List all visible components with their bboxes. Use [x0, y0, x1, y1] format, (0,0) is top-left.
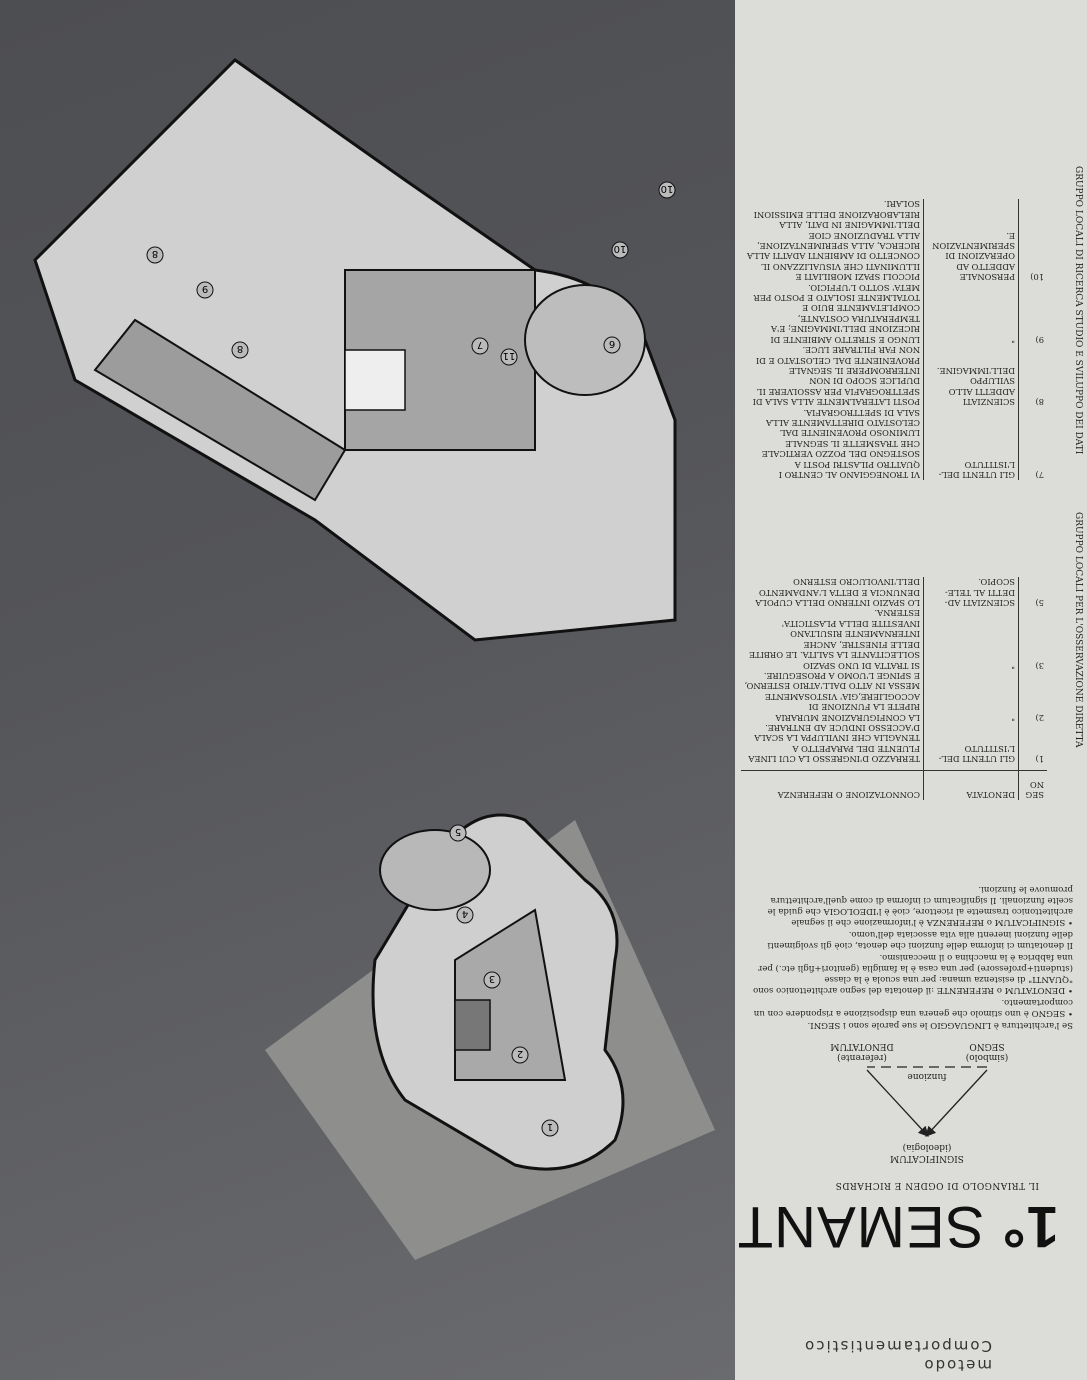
ogden-richards-triangle: SIGNIFICATUM(ideologia) (simbolo)SEGNO (… — [827, 1041, 1027, 1175]
table-row: 10)PERSONALE ADDETTO AD OPERAZIONI DI SP… — [741, 199, 1047, 283]
marker-label: 8 — [237, 343, 243, 354]
table-cell: PERSONALE ADDETTO AD OPERAZIONI DI SPERI… — [923, 199, 1019, 283]
marker-11: 11 — [500, 348, 518, 366]
denotatum-label: (referente)DENOTATUM — [817, 1040, 907, 1062]
illustration-area: 1 2 3 4 5 6 7 8 8 9 10 10 11 — [0, 0, 735, 1380]
significatum-text: SIGNIFICATUM — [890, 1153, 964, 1163]
marker-label: 8 — [152, 248, 158, 259]
table-row: 8)SCIENZIATI ADDETTI ALLO SVILUPPO DELL'… — [741, 344, 1047, 408]
paragraph: • SIGNIFICATUM o REFERENZA è l'informazi… — [767, 884, 1073, 927]
marker-10b: 10 — [611, 241, 629, 259]
axonometric-drawings: 1 2 3 4 5 6 7 8 8 9 10 10 11 — [33, 58, 715, 1260]
marker-3: 3 — [483, 971, 501, 989]
table-cell: 8) — [1018, 344, 1047, 408]
table-cell: 7) — [1018, 407, 1047, 480]
marker-7: 7 — [471, 337, 489, 355]
text-column: metodo Comportamentistico 1° SEMANTICA I… — [637, 0, 1087, 1380]
paragraph: Se l'architettura è LINGUAGGIO le sue pa… — [807, 1020, 1073, 1030]
table-cell: VI TRONEGGIANO AL CENTRO I QUATTRO PILAS… — [761, 407, 920, 480]
table-cell: 9) — [1018, 282, 1047, 345]
table-row: 5)SCIENZIATI AD-DETTI AL TELE-SCOPIO.LO … — [741, 576, 1047, 609]
significatum-sub: (ideologia) — [902, 1142, 952, 1152]
table-header: SEGNO DENOTATA CONNOTAZIONE O REFERENZA — [741, 770, 1047, 800]
denotatum-text: DENOTATUM — [830, 1041, 894, 1051]
marker-8b: 8 — [146, 246, 164, 264]
table-cell: GLI UTENTI DEL-L'ISTITUTO — [923, 722, 1019, 771]
marker-label: 6 — [609, 338, 615, 349]
denotatum-sub: (referente) — [837, 1052, 887, 1062]
header-segno: SEGNO — [1018, 770, 1047, 800]
marker-5: 5 — [449, 824, 467, 842]
marker-2: 2 — [511, 1046, 529, 1064]
group-label-observation: GRUPPO LOCALI PER L'OSSERVAZIONE DIRETTA — [1073, 512, 1083, 748]
paragraph: • SEGNO è uno stimolo che genera una dis… — [753, 997, 1073, 1018]
paragraph: Il denotatum ci informa delle funzioni c… — [767, 929, 1073, 950]
room-number-markers: 1 2 3 4 5 6 7 8 8 9 10 10 11 — [146, 181, 676, 1137]
method-label: metodo Comportamentistico — [803, 1336, 992, 1374]
table-cell: 3) — [1018, 608, 1047, 671]
table-cell: POSTI LATERALMENTE ALLA SALA DI SPETTROG… — [752, 345, 920, 408]
table-cell: " — [923, 608, 1019, 671]
marker-label: 5 — [455, 826, 461, 837]
table-cell: " — [923, 670, 1019, 723]
table-row: 2)"LA CONFIGURAZIONE MURARIA RIPETE LA F… — [741, 670, 1047, 723]
table-cell: LUNGO E STRETTO AMBIENTE DI RICEZIONE DE… — [753, 282, 920, 345]
segno-text: SEGNO — [969, 1041, 1005, 1051]
marker-4: 4 — [456, 906, 474, 924]
table-cell: PICCOLI SPAZI MOBILIATI E ILLUMINATI CHE… — [747, 199, 920, 283]
marker-label: 10 — [661, 183, 674, 194]
observation-building-drawing — [371, 813, 625, 1171]
table-cell: 2) — [1018, 670, 1047, 723]
segno-sub: (simbolo) — [965, 1052, 1009, 1062]
header-denotata: DENOTATA — [923, 770, 1019, 800]
table-cell: 1) — [1018, 722, 1047, 771]
marker-label: 9 — [202, 283, 208, 294]
marker-label: 10 — [614, 243, 627, 254]
research-building-drawing — [33, 58, 677, 642]
table-cell: 5) — [1018, 576, 1047, 609]
header-connotazione: CONNOTAZIONE O REFERENZA — [741, 770, 924, 800]
marker-8: 8 — [231, 341, 249, 359]
table-observation: SEGNO DENOTATA CONNOTAZIONE O REFERENZA … — [741, 576, 1047, 800]
group-label-research: GRUPPO LOCALI DI RICERCA STUDIO E SVILUP… — [1073, 165, 1083, 455]
diagram-caption: IL TRIANGOLO DI OGDEN E RICHARDS — [835, 1180, 1039, 1190]
marker-label: 4 — [462, 908, 468, 919]
marker-label: 7 — [477, 339, 483, 350]
marker-1: 1 — [541, 1119, 559, 1137]
marker-label: 1 — [547, 1121, 553, 1132]
paragraph: • DENOTATUM o REFERENTE :il denotata del… — [753, 952, 1073, 995]
table-cell: LA CONFIGURAZIONE MURARIA RIPETE LA FUNZ… — [744, 670, 920, 723]
table-cell: " — [923, 282, 1019, 345]
table-cell: LO SPAZIO INTERNO DELLA CUPOLA DENUNCIA … — [755, 577, 920, 609]
chapter-number: 1° — [1001, 1194, 1059, 1259]
marker-9: 9 — [196, 281, 214, 299]
triangle-lines — [866, 1066, 988, 1137]
table-row: 3)"SI TRATTA DI UNO SPAZIO SOLLECITANTE … — [741, 608, 1047, 671]
marker-label: 2 — [517, 1048, 523, 1059]
method-name: Comportamentistico — [803, 1337, 992, 1355]
funzione-label: funzione — [907, 1071, 947, 1081]
table-cell: TERRAZZO D'INGRESSO LA CUI LINEA FLUENTE… — [748, 722, 920, 765]
table-cell: GLI UTENTI DEL-L'ISTITUTO — [923, 407, 1019, 480]
marker-10: 10 — [658, 181, 676, 199]
table-row: 9)"LUNGO E STRETTO AMBIENTE DI RICEZIONE… — [741, 282, 1047, 345]
marker-label: 3 — [489, 973, 495, 984]
significatum-label: SIGNIFICATUM(ideologia) — [887, 1141, 967, 1163]
table-cell: 10) — [1018, 199, 1047, 283]
table-cell: SCIENZIATI AD-DETTI AL TELE-SCOPIO. — [923, 576, 1019, 609]
intro-text: Se l'architettura è LINGUAGGIO le sue pa… — [753, 882, 1073, 1030]
marker-label: 11 — [503, 350, 516, 361]
marker-6: 6 — [603, 336, 621, 354]
method-word: metodo — [922, 1356, 992, 1374]
segno-label: (simbolo)SEGNO — [942, 1040, 1032, 1062]
table-cell: SCIENZIATI ADDETTI ALLO SVILUPPO DELL'IM… — [923, 344, 1019, 408]
table-cell: SI TRATTA DI UNO SPAZIO SOLLECITANTE LA … — [749, 608, 920, 671]
